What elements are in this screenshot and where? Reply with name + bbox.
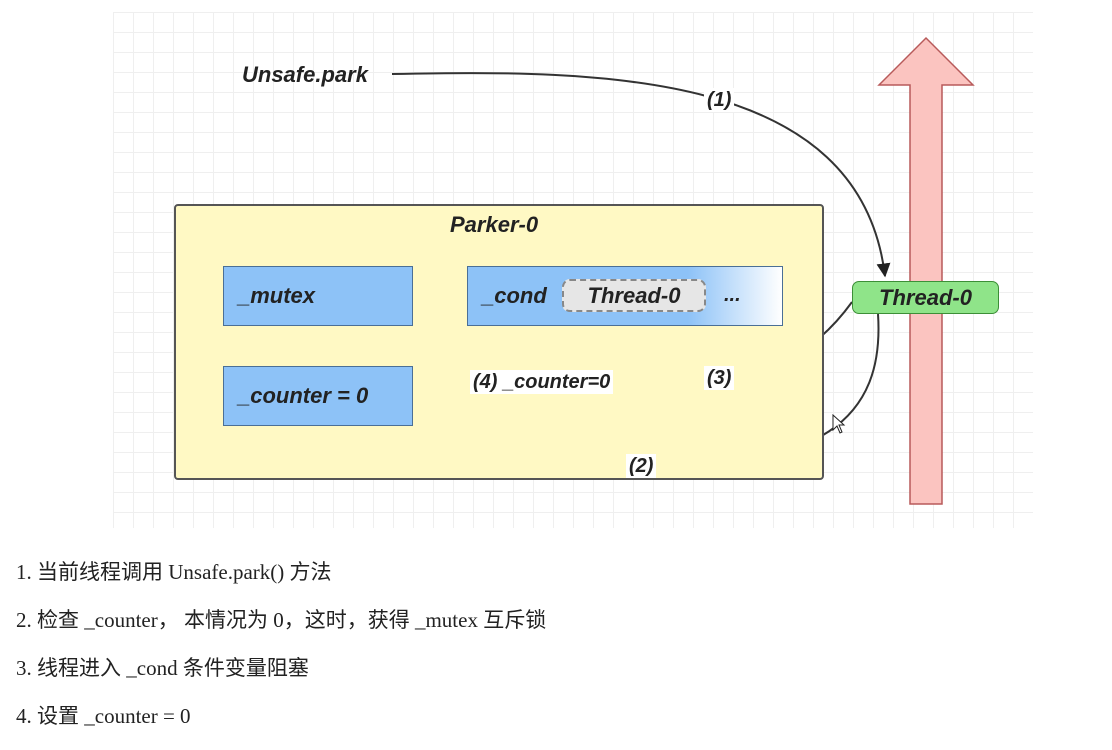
list-item: 1. 当前线程调用 Unsafe.park() 方法 [16,560,332,584]
timeline-arrow-icon [877,36,975,505]
counter-box: _counter = 0 [223,366,413,426]
parker-title: Parker-0 [450,212,539,237]
list-item: 2. 检查 _counter， 本情况为 0，这时，获得 _mutex 互斥锁 [16,608,547,632]
parker-box [174,204,824,480]
list-item: 3. 线程进入 _cond 条件变量阻塞 [16,656,309,680]
step-2-label: (2) [626,454,657,478]
mouse-cursor-icon [832,414,846,434]
parker-diagram: Unsafe.park Parker-0 _mutex _cond Thread… [113,12,1033,528]
mutex-box: _mutex [223,266,413,326]
cond-label: _cond [482,283,547,308]
cond-more-label: ... [724,284,741,306]
counter-label: _counter = 0 [238,383,369,408]
step-3-label: (3) [704,366,735,390]
mutex-label: _mutex [238,283,316,308]
list-item: 4. 设置 _counter = 0 [16,704,191,728]
steps-list: 1. 当前线程调用 Unsafe.park() 方法 2. 检查 _counte… [16,554,546,746]
thread-box: Thread-0 [852,281,999,314]
unsafe-park-label: Unsafe.park [242,62,368,87]
step-4-label: (4) _counter=0 [470,370,614,394]
cond-waiting-thread: Thread-0 [562,279,706,312]
step-1-label: (1) [704,88,735,112]
